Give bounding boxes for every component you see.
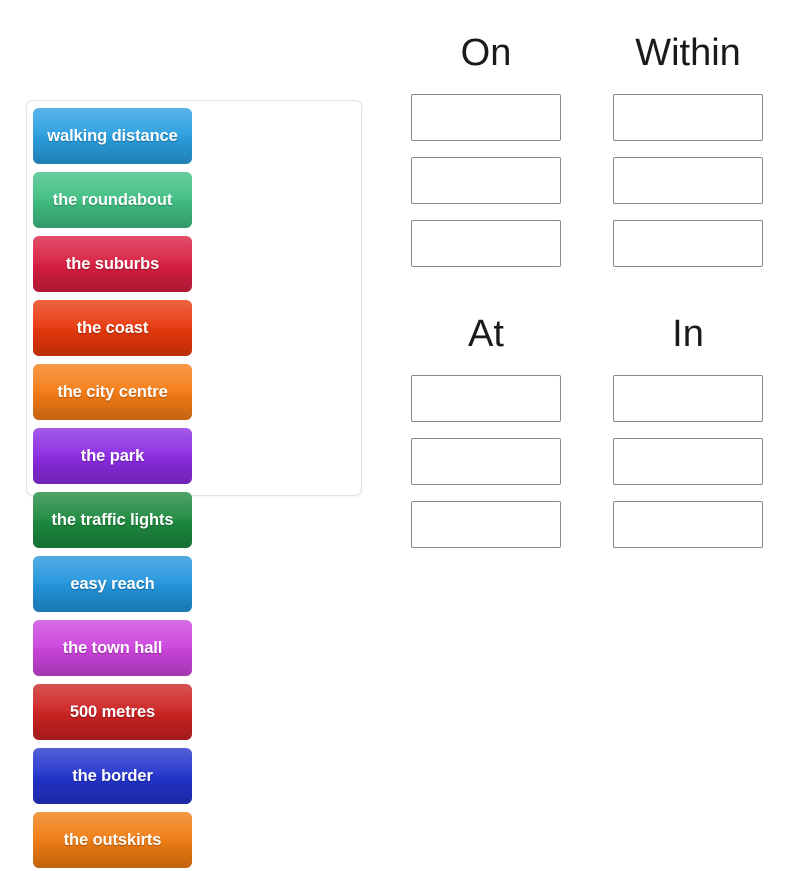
- word-tile-label: the border: [72, 766, 153, 785]
- category-column-within: Within: [613, 34, 763, 267]
- dropzone-slot[interactable]: [411, 220, 561, 267]
- category-title: On: [460, 32, 512, 74]
- word-tile-label: the park: [80, 446, 145, 465]
- dropzone-slot[interactable]: [411, 94, 561, 141]
- dropzone-slot[interactable]: [613, 438, 763, 485]
- dropzone-slot[interactable]: [411, 438, 561, 485]
- word-tile[interactable]: the traffic lights: [33, 492, 192, 548]
- dropzone-slot[interactable]: [613, 220, 763, 267]
- word-tile[interactable]: the border: [33, 748, 192, 804]
- word-tile[interactable]: the suburbs: [33, 236, 192, 292]
- category-column-in: In: [613, 315, 763, 548]
- dropzone-slot[interactable]: [411, 501, 561, 548]
- dropzone-slot[interactable]: [411, 375, 561, 422]
- dropzone-list: [613, 94, 763, 267]
- activity-stage: walking distance the roundabout the subu…: [26, 34, 763, 868]
- word-tile-label: 500 metres: [69, 702, 156, 721]
- dropzone-slot[interactable]: [613, 375, 763, 422]
- word-tile-label: the town hall: [62, 638, 163, 657]
- word-tile[interactable]: walking distance: [33, 108, 192, 164]
- dropzone-slot[interactable]: [613, 501, 763, 548]
- category-column-on: On: [411, 34, 561, 267]
- category-column-at: At: [411, 315, 561, 548]
- dropzone-list: [613, 375, 763, 548]
- word-tile[interactable]: the park: [33, 428, 192, 484]
- word-tile-label: the suburbs: [65, 254, 160, 273]
- word-tile[interactable]: the city centre: [33, 364, 192, 420]
- dropzone-list: [411, 375, 561, 548]
- dropzone-slot[interactable]: [411, 157, 561, 204]
- dropzone-list: [411, 94, 561, 267]
- word-tile[interactable]: easy reach: [33, 556, 192, 612]
- word-tile-label: the coast: [76, 318, 149, 337]
- word-tile[interactable]: the coast: [33, 300, 192, 356]
- word-tile-label: the roundabout: [52, 190, 173, 209]
- word-tile[interactable]: the outskirts: [33, 812, 192, 868]
- category-title: At: [468, 313, 504, 355]
- category-title: In: [672, 313, 704, 355]
- word-tile-label: the city centre: [57, 382, 168, 401]
- word-tile-label: the traffic lights: [51, 510, 174, 529]
- category-title: Within: [635, 32, 741, 74]
- word-tile-label: the outskirts: [63, 830, 162, 849]
- word-tile[interactable]: 500 metres: [33, 684, 192, 740]
- word-tile-grid: walking distance the roundabout the subu…: [31, 105, 357, 871]
- word-tile[interactable]: the town hall: [33, 620, 192, 676]
- word-tile-label: easy reach: [70, 574, 155, 593]
- word-tile-label: walking distance: [47, 126, 178, 145]
- dropzone-slot[interactable]: [613, 157, 763, 204]
- dropzone-slot[interactable]: [613, 94, 763, 141]
- word-tile-bank: walking distance the roundabout the subu…: [26, 100, 362, 868]
- word-tile[interactable]: the roundabout: [33, 172, 192, 228]
